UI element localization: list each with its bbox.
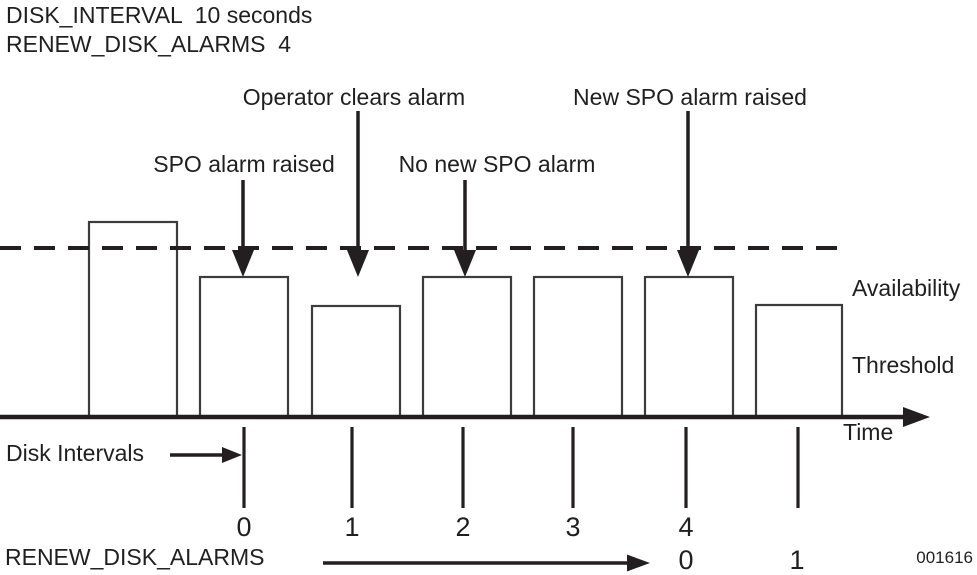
annotation-label-1: Operator clears alarm <box>242 84 466 110</box>
availability-threshold-line1: Availability <box>852 274 961 301</box>
figure-number: 001616 <box>916 548 973 567</box>
annotation-arrowhead-2 <box>454 250 476 277</box>
interval-number-3: 3 <box>565 512 581 542</box>
renew-arrowhead <box>627 554 650 572</box>
annotation-label-2: No new SPO alarm <box>398 151 596 177</box>
disk-intervals-label: Disk Intervals <box>6 440 145 466</box>
param-renew-disk-alarms: RENEW_DISK_ALARMS 4 <box>6 31 292 57</box>
param-disk-interval: DISK_INTERVAL 10 seconds <box>6 2 313 28</box>
disk-interval-bar-4 <box>532 275 624 419</box>
disk-intervals-arrowhead <box>222 447 242 463</box>
annotation-label-3: New SPO alarm raised <box>573 84 807 110</box>
annotation-arrowhead-0 <box>232 250 254 277</box>
annotation-label-0: SPO alarm raised <box>153 151 335 177</box>
annotation-arrowhead-3 <box>677 250 699 277</box>
disk-interval-bar-2 <box>310 304 402 419</box>
disk-interval-bar-5 <box>643 275 735 419</box>
interval-number-1: 1 <box>344 512 360 542</box>
interval-number-2: 2 <box>455 512 471 542</box>
renew-count-0: 0 <box>678 545 694 575</box>
time-axis-label: Time <box>843 419 894 445</box>
renew-count-1: 1 <box>789 545 805 575</box>
renew-disk-alarms-label: RENEW_DISK_ALARMS <box>5 544 265 570</box>
interval-number-0: 0 <box>236 512 252 542</box>
availability-threshold-label: Availability Threshold <box>852 224 960 430</box>
interval-number-4: 4 <box>678 512 694 542</box>
disk-interval-bar-1 <box>198 275 290 419</box>
availability-threshold-line2: Threshold <box>852 351 955 378</box>
disk-interval-bar-0 <box>87 220 179 419</box>
disk-interval-bar-6 <box>754 303 844 419</box>
annotation-arrowhead-1 <box>347 250 369 277</box>
disk-interval-bar-3 <box>421 275 513 419</box>
time-axis-arrowhead <box>903 407 930 427</box>
